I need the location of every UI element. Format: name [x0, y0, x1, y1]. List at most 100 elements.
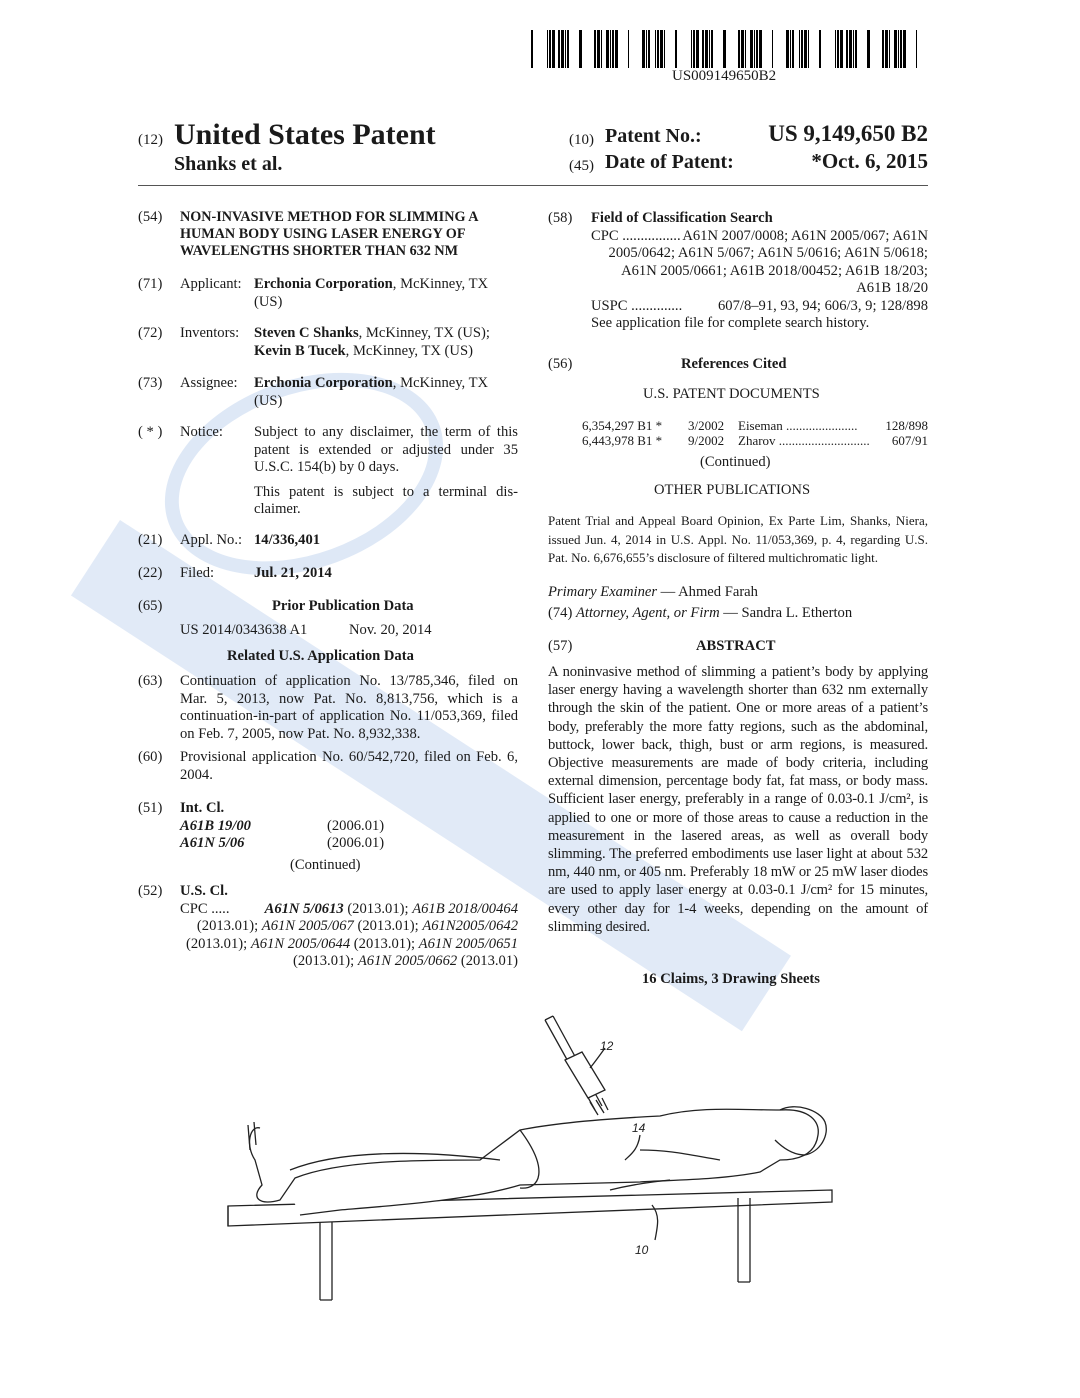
barcode-bar [648, 30, 650, 68]
int-class: A61N 5/06 [180, 835, 245, 851]
barcode-bar [840, 30, 843, 68]
subheading: U.S. PATENT DOCUMENTS [643, 386, 820, 402]
section-63: (63) Continuation of application No. 13/… [138, 673, 518, 743]
section-51: (51) Int. Cl. A61B 19/00 (2006.01) A61N … [138, 800, 518, 875]
notice-text: Subject to any disclaimer, the term of t… [254, 424, 518, 475]
examiner-name: — Ahmed Farah [657, 584, 758, 600]
ref-class: 607/91 [891, 433, 928, 448]
continuation-text: Continuation of application No. 13/785,3… [180, 673, 518, 742]
cpc-label: CPC ..... [180, 900, 230, 917]
applicant-location: , McKinney, TX (US) [254, 276, 489, 310]
barcode-bar [657, 30, 659, 68]
patent-date: *Oct. 6, 2015 [811, 149, 928, 173]
barcode-bar [792, 30, 794, 68]
barcode-bar [745, 30, 746, 68]
code: (60) [138, 749, 163, 765]
leader-line [651, 1204, 659, 1241]
barcode-bar [709, 30, 710, 68]
section-74: (74) Attorney, Agent, or Firm — Sandra L… [548, 605, 852, 623]
label: Filed: [180, 565, 215, 581]
barcode-bar [804, 30, 807, 68]
cpc-version: (2013.01) [457, 953, 518, 969]
uspc-label: USPC .............. [591, 297, 683, 314]
cpc-label: CPC ................ [591, 227, 681, 244]
patent-number: US 9,149,650 B2 [768, 121, 928, 146]
laser-device [544, 1015, 609, 1116]
code: (71) [138, 276, 163, 292]
barcode-bar [819, 30, 821, 68]
leader-line [624, 1134, 641, 1161]
assignee-name: Erchonia Corporation [254, 375, 393, 391]
barcode-bar [552, 30, 555, 68]
barcode-bar [898, 30, 899, 68]
section-58: (58) Field of Classification Search CPC … [548, 210, 928, 333]
barcode-bar [675, 30, 677, 68]
section-72: (72) Inventors: Steven C Shanks, McKinne… [138, 325, 518, 360]
abstract-text: A noninvasive method of slimming a patie… [548, 664, 928, 935]
header-divider [138, 185, 928, 186]
barcode-bar [835, 30, 836, 68]
related-data-heading: Related U.S. Application Data [227, 648, 414, 664]
barcode-bar [606, 30, 609, 68]
uspc-classes: 607/8–91, 93, 94; 606/3, 9; 128/898 [718, 297, 928, 314]
barcode-bar [846, 30, 848, 68]
examiner: Primary Examiner — Ahmed Farah [548, 584, 758, 602]
cpc-class: A61N 2005/0651 [418, 935, 518, 952]
continued-link: (Continued) [700, 454, 771, 470]
code: (51) [138, 800, 163, 816]
search-note: See application file for complete search… [591, 315, 870, 331]
barcode-bar [696, 30, 699, 68]
cpc-version: (2013.01); [185, 935, 251, 952]
barcode-bar [837, 30, 839, 68]
patent-no-label: Patent No.: [605, 125, 702, 147]
inventor-name: Steven C Shanks [254, 325, 359, 341]
heading: Prior Publication Data [272, 598, 414, 614]
barcode-bar [849, 30, 852, 68]
barcode-bar [894, 30, 897, 68]
barcode-bar [855, 30, 857, 68]
inventor-location: , McKinney, TX (US); [358, 325, 490, 341]
invention-title: NON-INVASIVE METHOD FOR SLIMMING A HUMAN… [180, 209, 478, 259]
cpc-version: (2013.01); [196, 918, 262, 934]
barcode-bar [579, 30, 582, 68]
inventor-name: Kevin B Tucek [254, 342, 346, 359]
barcode-bar [594, 30, 596, 68]
barcode-bar [759, 30, 762, 68]
barcode-bar [772, 30, 773, 68]
examiner-label: Primary Examiner [548, 584, 658, 600]
section-54: (54) NON-INVASIVE METHOD FOR SLIMMING A … [138, 209, 518, 260]
barcode-bar [601, 30, 602, 68]
barcode-bar [561, 30, 564, 68]
document-title: United States Patent [174, 118, 436, 151]
inventor-location: , McKinney, TX (US) [345, 342, 473, 359]
barcode-number: US009149650B2 [672, 68, 777, 84]
barcode-bar [801, 30, 803, 68]
barcode-bar [610, 30, 611, 68]
section-60: (60) Provisional application No. 60/542,… [138, 749, 518, 784]
section-52: (52) U.S. Cl. CPC .....A61N 5/0613 (2013… [138, 883, 518, 971]
barcode-bar [916, 30, 917, 68]
cpc-version: (2013.01); [343, 900, 413, 917]
attorney-label: Attorney, Agent, or Firm [575, 605, 720, 621]
barcode-bar [567, 30, 569, 68]
ref-date: 3/2002 [688, 418, 725, 433]
ref-number: 6,354,297 [582, 418, 634, 433]
barcode-bar [565, 30, 566, 68]
barcode-bar [660, 30, 663, 68]
filing-date: Jul. 21, 2014 [254, 565, 332, 581]
barcode-bar [531, 30, 533, 68]
barcode-bar [882, 30, 884, 68]
claims-summary: 16 Claims, 3 Drawing Sheets [642, 971, 820, 987]
provisional-text: Provisional application No. 60/542,720, … [180, 749, 518, 783]
barcode-bar [693, 30, 695, 68]
barcode-bar [558, 30, 560, 68]
other-publication: Patent Trial and Appeal Board Opinion, E… [548, 513, 928, 565]
barcode-bar [642, 30, 645, 68]
code-12: (12) [138, 132, 163, 148]
barcode [531, 30, 917, 68]
barcode-bar [549, 30, 551, 68]
publication-number: US 2014/0343638 A1 [180, 622, 308, 638]
heading: References Cited [681, 356, 787, 372]
barcode-bar [790, 30, 791, 68]
